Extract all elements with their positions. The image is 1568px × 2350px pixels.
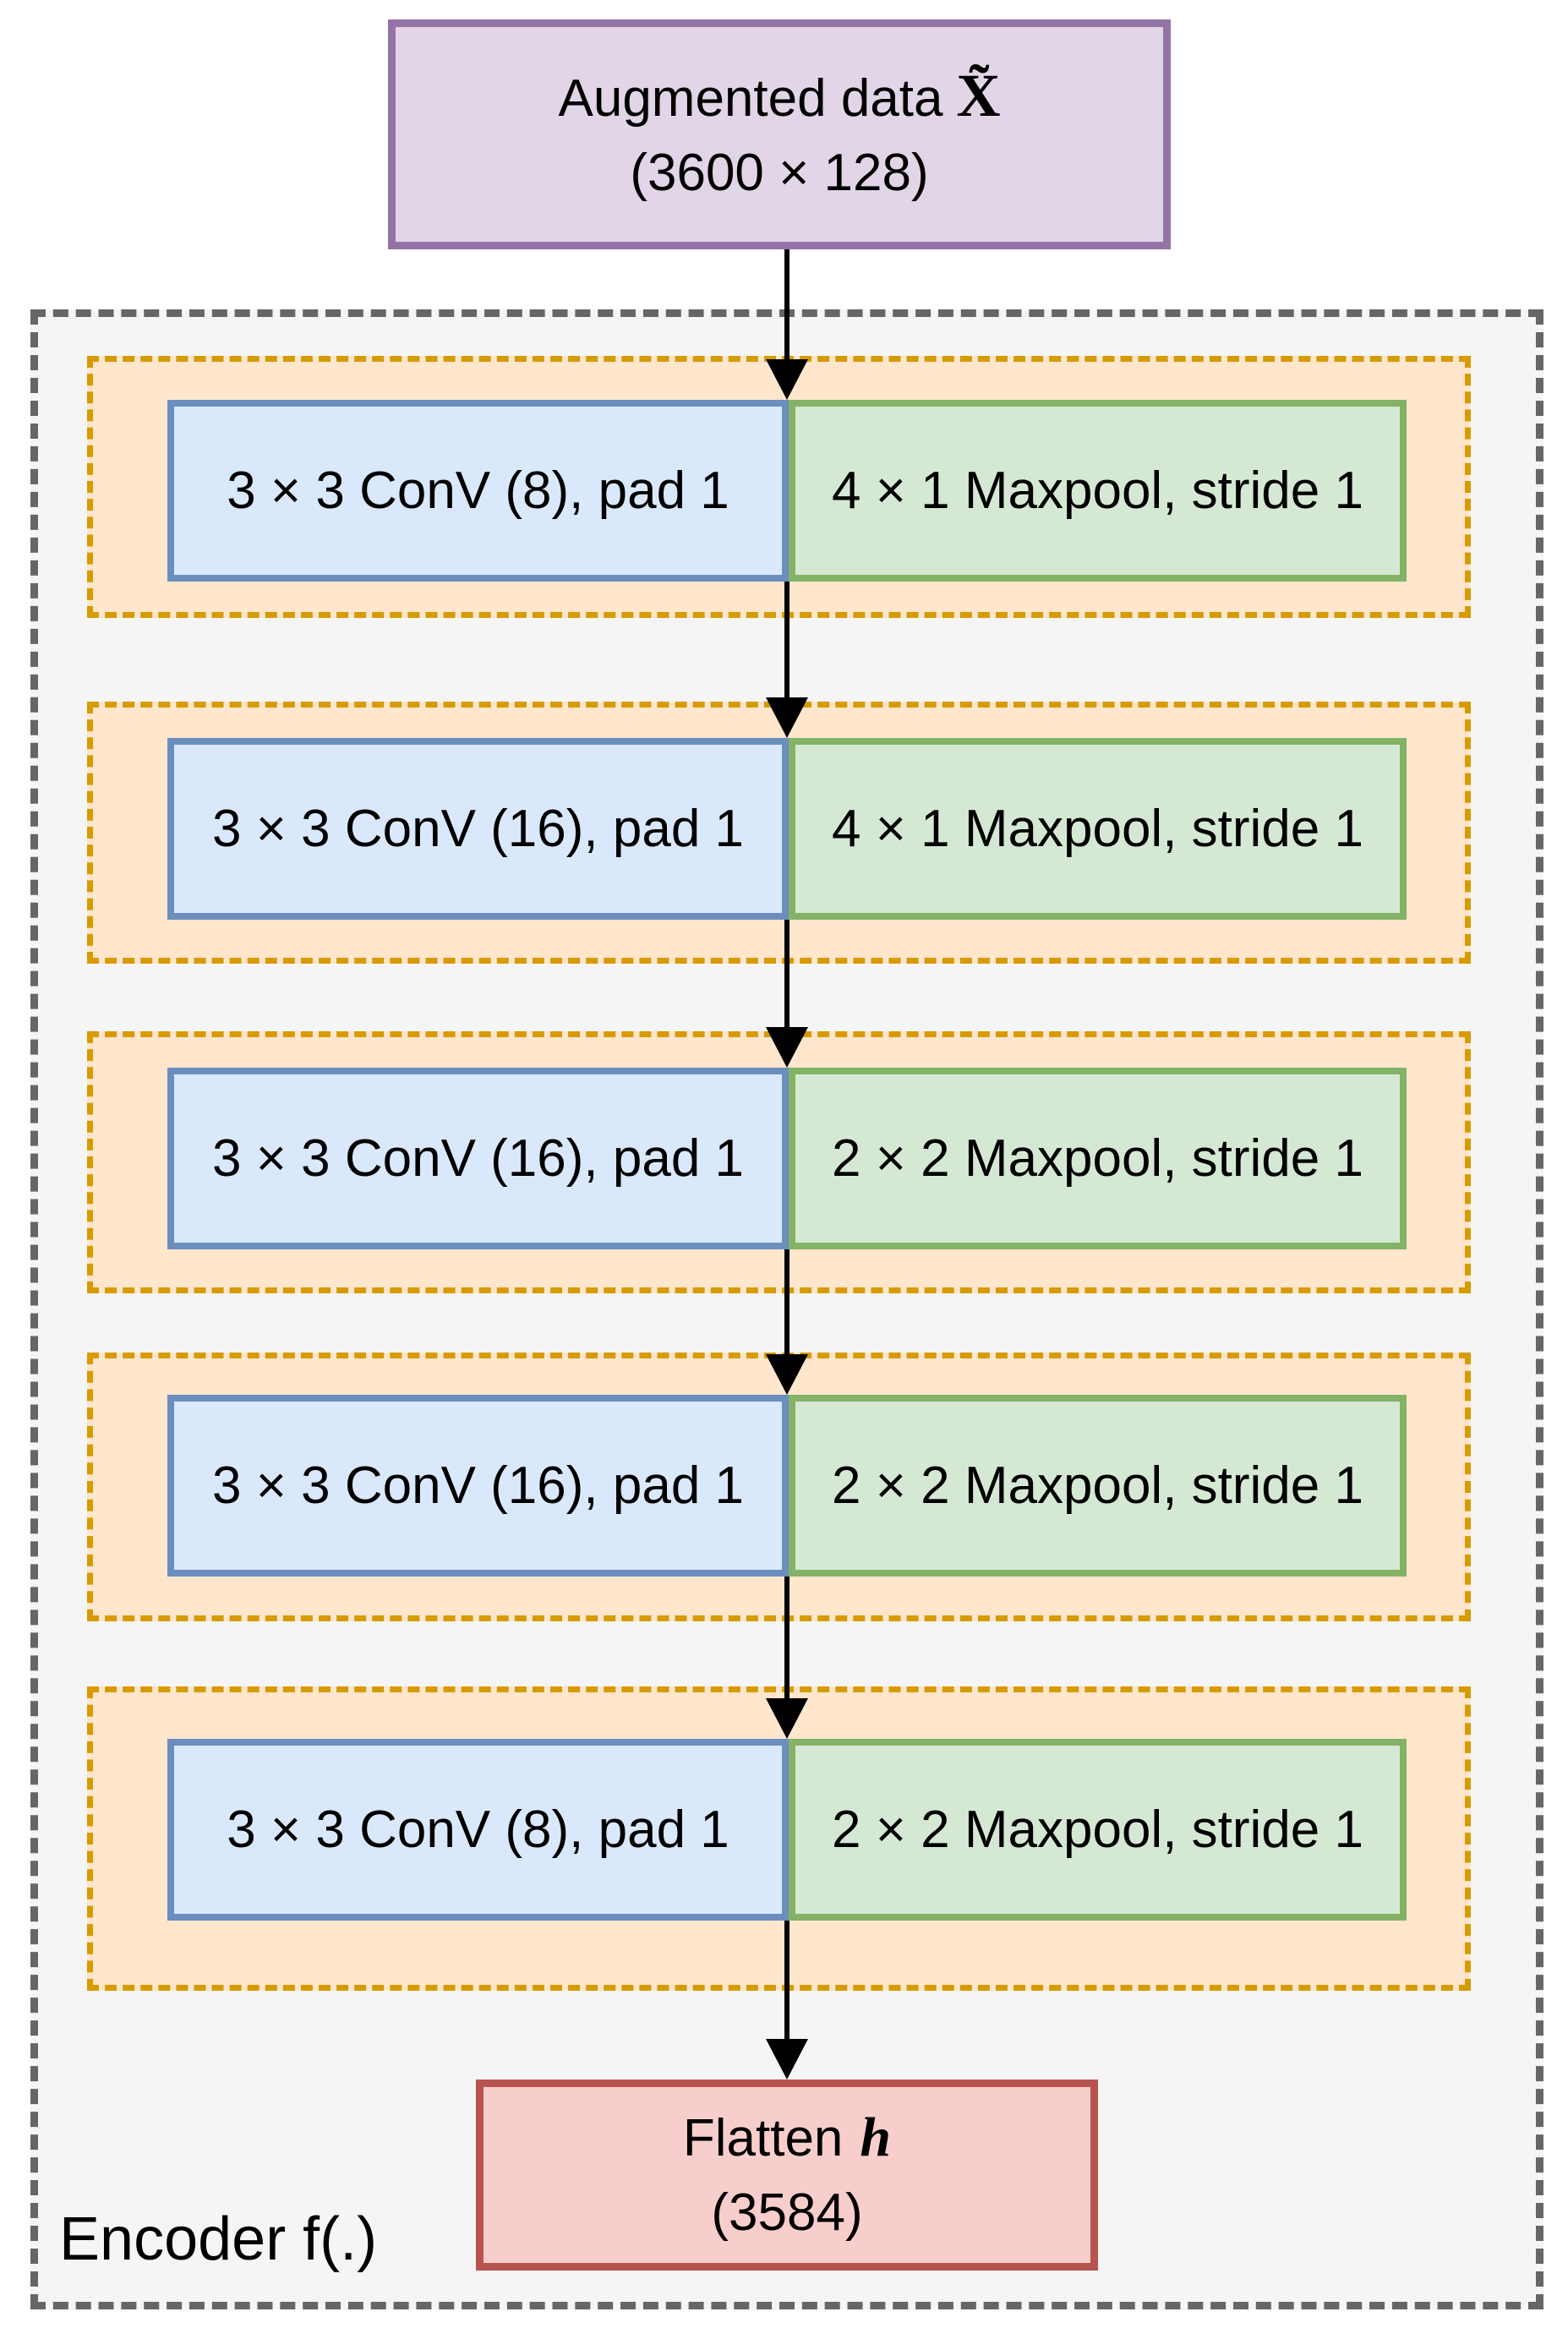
conv-box-5: 3 × 3 ConV (8), pad 1 (167, 1739, 789, 1921)
down-arrow-icon (766, 1249, 808, 1395)
conv-box-1: 3 × 3 ConV (8), pad 1 (167, 400, 789, 582)
maxpool-label: 2 × 2 Maxpool, stride 1 (832, 1801, 1363, 1859)
conv-label: 3 × 3 ConV (16), pad 1 (211, 1456, 745, 1515)
maxpool-box-4: 2 × 2 Maxpool, stride 1 (789, 1395, 1407, 1577)
conv-label: 3 × 3 ConV (8), pad 1 (227, 1801, 729, 1859)
conv-box-2: 3 × 3 ConV (16), pad 1 (167, 738, 789, 920)
down-arrow-icon (766, 920, 808, 1068)
conv-label: 3 × 3 ConV (16), pad 1 (211, 1129, 745, 1188)
down-arrow-icon (766, 1577, 808, 1739)
maxpool-label: 2 × 2 Maxpool, stride 1 (832, 1456, 1363, 1515)
conv-label: 3 × 3 ConV (16), pad 1 (211, 800, 745, 858)
maxpool-label: 4 × 1 Maxpool, stride 1 (832, 462, 1363, 520)
maxpool-box-5: 2 × 2 Maxpool, stride 1 (789, 1739, 1407, 1921)
augmented-data-shape: (3600 × 128) (630, 144, 929, 202)
encoder-label: Encoder f(.) (59, 2205, 378, 2273)
maxpool-label: 4 × 1 Maxpool, stride 1 (832, 800, 1363, 858)
conv-box-3: 3 × 3 ConV (16), pad 1 (167, 1068, 789, 1249)
conv-box-4: 3 × 3 ConV (16), pad 1 (167, 1395, 789, 1577)
maxpool-box-2: 4 × 1 Maxpool, stride 1 (789, 738, 1407, 920)
flatten-title-line: Flatten h (683, 2101, 891, 2176)
maxpool-label: 2 × 2 Maxpool, stride 1 (832, 1129, 1363, 1188)
augmented-data-label: Augmented data (558, 69, 943, 128)
maxpool-box-3: 2 × 2 Maxpool, stride 1 (789, 1068, 1407, 1249)
flatten-shape: (3584) (711, 2183, 863, 2242)
h-symbol: h (860, 2106, 892, 2168)
down-arrow-icon (766, 1921, 808, 2079)
conv-label: 3 × 3 ConV (8), pad 1 (227, 462, 729, 520)
down-arrow-icon (766, 249, 808, 400)
down-arrow-icon (766, 582, 808, 738)
x-tilde-symbol: X̃ (956, 62, 1001, 129)
flatten-label: Flatten (682, 2108, 844, 2167)
maxpool-box-1: 4 × 1 Maxpool, stride 1 (789, 400, 1407, 582)
flatten-box: Flatten h (3584) (476, 2079, 1098, 2271)
